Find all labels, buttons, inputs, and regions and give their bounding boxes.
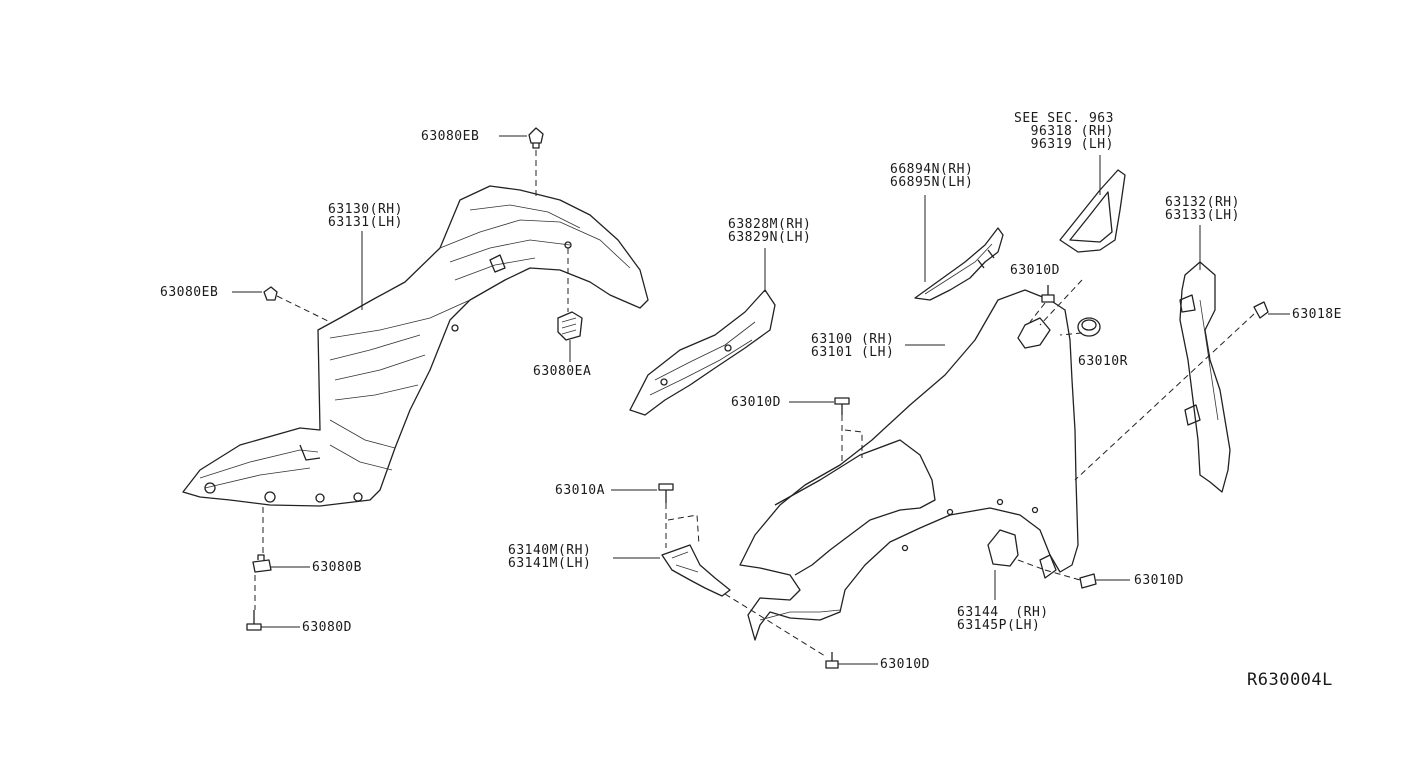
label-63010D-b: 63010D <box>731 395 781 410</box>
label-66894: 66894N(RH) 66895N(LH) <box>890 162 974 190</box>
fender-bracket-lower <box>661 544 731 597</box>
fender-protector-rear <box>1179 261 1231 493</box>
bolt-63010D-right <box>1079 573 1097 589</box>
reference-code: R630004L <box>1247 670 1333 690</box>
label-63080EB-top: 63080EB <box>421 129 480 144</box>
label-63018E: 63018E <box>1292 307 1342 322</box>
grommet-63010R <box>1077 317 1101 337</box>
fender-seal-strip <box>629 289 776 416</box>
fender-bracket-rear <box>987 529 1057 579</box>
front-fender <box>739 289 1079 641</box>
screw-63080D <box>246 610 262 631</box>
label-63144: 63144 (RH) 63145P(LH) <box>957 605 1049 633</box>
corner-seal <box>1059 169 1126 253</box>
label-63010R: 63010R <box>1078 354 1128 369</box>
bolt-63010D-lower <box>825 652 839 669</box>
fender-bracket-upper <box>914 227 1004 301</box>
label-63828: 63828M(RH) 63829N(LH) <box>728 217 812 245</box>
label-63140: 63140M(RH) 63141M(LH) <box>508 543 592 571</box>
label-63130: 63130(RH) 63131(LH) <box>328 202 403 230</box>
label-63010D-a: 63010D <box>1010 263 1060 278</box>
label-63080EA: 63080EA <box>533 364 592 379</box>
fender-liner-front <box>182 185 649 507</box>
label-see-sec-963: SEE SEC. 963 96318 (RH) 96319 (LH) <box>1014 111 1114 152</box>
clip-63080EB-top <box>528 127 544 149</box>
label-63080B: 63080B <box>312 560 362 575</box>
label-63080EB-left: 63080EB <box>160 285 219 300</box>
clip-63018E <box>1253 301 1269 319</box>
bolt-63010D-mid <box>834 397 850 415</box>
clip-63080EA <box>557 311 583 341</box>
bolt-63010A <box>658 483 674 503</box>
assembly-lines <box>254 150 1255 657</box>
label-63010D-d: 63010D <box>880 657 930 672</box>
clip-63080B <box>252 554 272 573</box>
bolt-63010D-upper <box>1041 285 1055 303</box>
label-63010D-c: 63010D <box>1134 573 1184 588</box>
label-63080D: 63080D <box>302 620 352 635</box>
clip-63080EB-left <box>263 286 278 301</box>
label-63010A: 63010A <box>555 483 605 498</box>
leader-lines <box>232 135 1290 665</box>
label-63132: 63132(RH) 63133(LH) <box>1165 195 1240 223</box>
label-63100: 63100 (RH) 63101 (LH) <box>811 332 895 360</box>
